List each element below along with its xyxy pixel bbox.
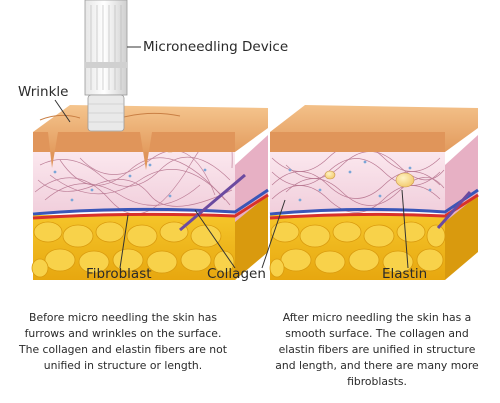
caption-after-line: smooth surface. The collagen and — [285, 327, 469, 340]
vein-after — [269, 188, 479, 216]
leader-collagen-right — [261, 199, 286, 269]
epidermis-front-after — [270, 132, 445, 152]
caption-before-line: The collagen and elastin fibers are not — [19, 343, 227, 356]
label-wrinkle: Wrinkle — [18, 84, 69, 100]
epidermis-front — [33, 132, 235, 170]
leader-collagen-left — [194, 209, 236, 269]
label-fibroblast: Fibroblast — [86, 266, 152, 282]
caption-after-line: elastin fibers are unified in structure — [278, 343, 476, 356]
artery — [32, 193, 269, 220]
label-elastin: Elastin — [382, 266, 428, 282]
caption-before-line: unified in structure or length. — [43, 359, 203, 372]
caption-after-line: and length, and there are many more — [275, 359, 479, 372]
leader-wrinkle — [54, 99, 71, 123]
microneedling-device — [84, 0, 128, 132]
caption-after: After micro needling the skin has a smoo… — [262, 310, 492, 390]
artery-after — [269, 193, 479, 220]
caption-before: Before micro needling the skin has furro… — [8, 310, 238, 374]
skin-block-after — [269, 105, 479, 280]
leader-elastin — [401, 189, 409, 269]
caption-after-line: After micro needling the skin has a — [282, 311, 472, 324]
caption-before-line: Before micro needling the skin has — [29, 311, 217, 324]
fibroblast-cell-after — [395, 172, 415, 188]
vein — [32, 188, 269, 216]
leader-fibroblast — [119, 214, 129, 269]
label-collagen: Collagen — [207, 266, 266, 282]
skin-block-before — [31, 105, 269, 280]
caption-after-line: fibroblasts. — [347, 375, 407, 388]
label-microneedling-device: Microneedling Device — [143, 39, 289, 55]
caption-before-line: furrows and wrinkles on the surface. — [24, 327, 222, 340]
